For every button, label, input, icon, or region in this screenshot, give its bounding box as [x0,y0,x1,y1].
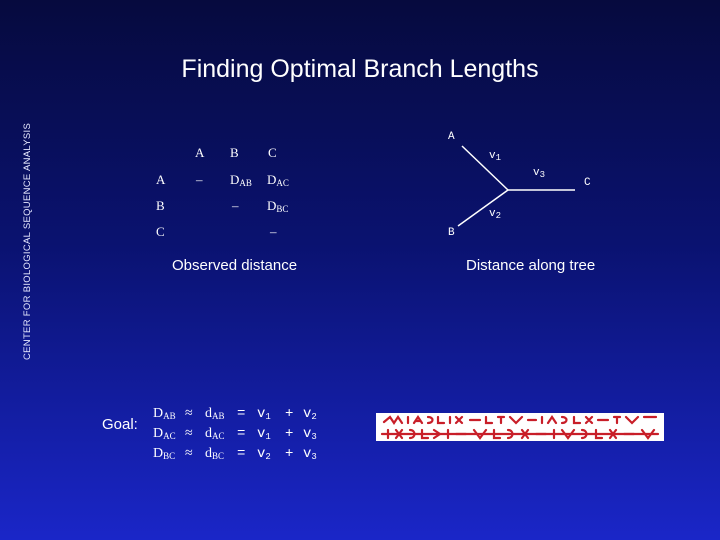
cell-a-a: – [196,172,203,187]
goal-equation-ab: DAB≈dAB=v1+v2 [153,406,317,422]
cell-a-b: DAB [230,172,252,188]
branch-b [457,189,509,227]
col-header-b: B [230,145,239,160]
row-header-a: A [156,172,166,187]
cell-b-c: DBC [267,198,289,214]
branch-v1-label: v1 [489,150,502,163]
goal-equation-bc: DBC≈dBC=v2+v3 [153,446,317,462]
leaf-a-label: A [448,131,455,143]
leaf-c-label: C [584,177,591,189]
goal-label: Goal: [102,416,138,433]
red-text-stamp-image [376,413,664,441]
tree-distance-caption: Distance along tree [466,257,596,274]
cell-a-c: DAC [267,172,289,188]
branch-v3-label: v3 [533,167,546,180]
row-header-b: B [156,198,165,213]
branch-v2-label: v2 [489,208,502,221]
stamp-scribble-icon [380,415,660,440]
col-header-a: A [195,145,205,160]
cell-b-b: – [232,198,239,213]
branch-a [461,145,509,191]
observed-distance-caption: Observed distance [172,257,298,274]
cell-c-c: – [270,224,277,239]
col-header-c: C [268,145,277,160]
leaf-b-label: B [448,227,455,239]
row-header-c: C [156,224,165,239]
slide-title: Finding Optimal Branch Lengths [181,55,539,83]
goal-equation-ac: DAC≈dAC=v1+v3 [153,426,317,442]
